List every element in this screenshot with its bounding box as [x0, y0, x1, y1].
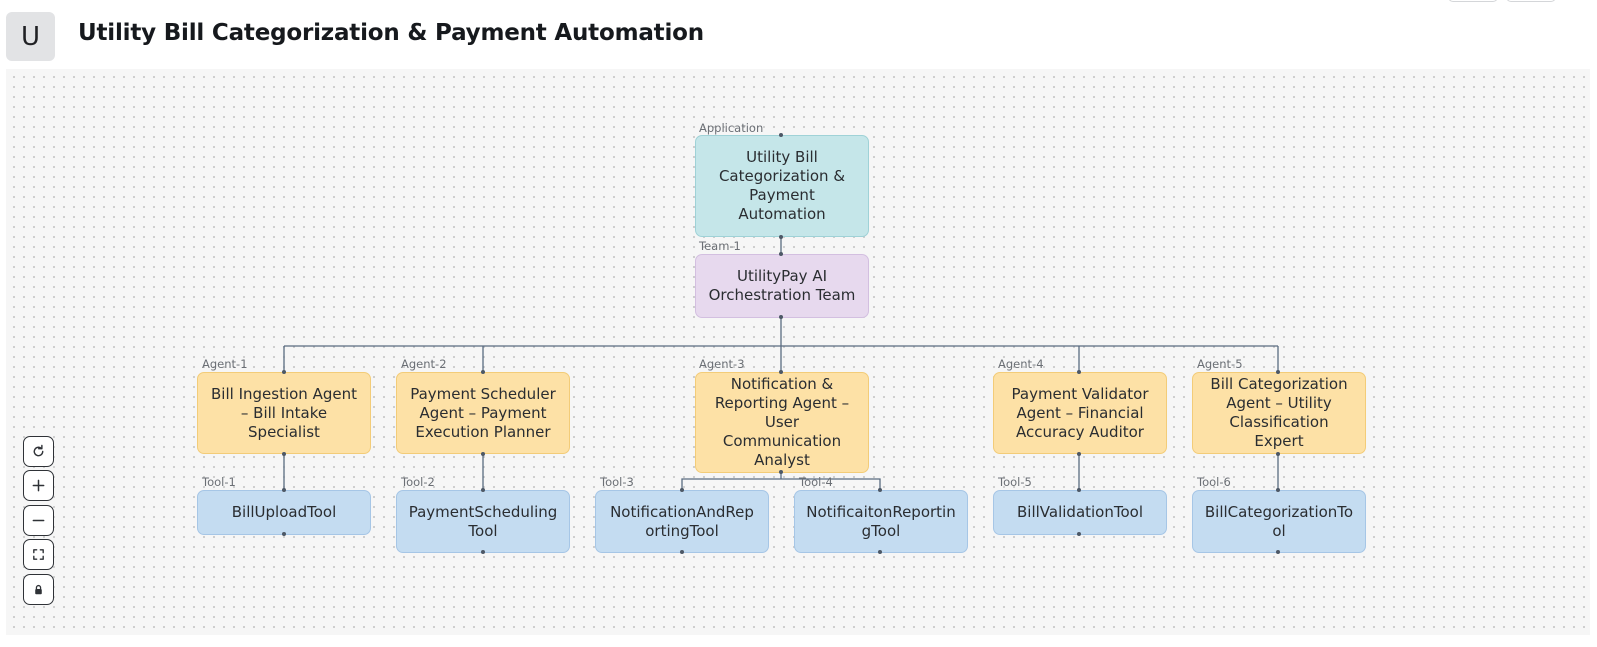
node-label: Bill Categorization Agent – Utility Clas…	[1210, 375, 1348, 450]
node-tag-tool-6: Tool-6	[1197, 475, 1231, 489]
header: U Utility Bill Categorization & Payment …	[0, 0, 1597, 68]
node-port[interactable]	[1276, 550, 1280, 554]
node-label: Payment Scheduler Agent – Payment Execut…	[410, 384, 556, 441]
node-label: Payment Validator Agent – Financial Accu…	[1011, 384, 1149, 441]
lock-icon	[35, 584, 42, 595]
node-port[interactable]	[1077, 488, 1081, 492]
node-port[interactable]	[481, 488, 485, 492]
reset-view-button[interactable]	[23, 436, 54, 467]
header-button[interactable]	[1506, 0, 1556, 2]
node-tag-tool-2: Tool-2	[401, 475, 435, 489]
plus-icon	[32, 479, 45, 492]
node-tag-tool-4: Tool-4	[799, 475, 833, 489]
team-node[interactable]: UtilityPay AI Orchestration Team	[695, 254, 869, 318]
tool-node-3[interactable]: NotificationAndReportingTool	[595, 490, 769, 553]
node-label: UtilityPay AI Orchestration Team	[708, 267, 856, 304]
agent-node-1[interactable]: Bill Ingestion Agent – Bill Intake Speci…	[197, 372, 371, 454]
node-port[interactable]	[779, 235, 783, 239]
node-tag-tool-1: Tool-1	[202, 475, 236, 489]
node-port[interactable]	[1077, 452, 1081, 456]
agent-node-4[interactable]: Payment Validator Agent – Financial Accu…	[993, 372, 1167, 454]
node-port[interactable]	[680, 550, 684, 554]
node-label: BillUploadTool	[231, 503, 337, 521]
node-label: Bill Ingestion Agent – Bill Intake Speci…	[211, 384, 357, 441]
node-tag-agent-1: Agent-1	[202, 357, 248, 371]
node-port[interactable]	[878, 550, 882, 554]
node-label: Utility Bill Categorization & Payment Au…	[718, 148, 846, 223]
zoom-out-button[interactable]	[23, 505, 54, 536]
node-port[interactable]	[282, 488, 286, 492]
fit-view-button[interactable]	[23, 539, 54, 570]
avatar: U	[6, 12, 55, 61]
node-tag-agent-2: Agent-2	[401, 357, 447, 371]
node-port[interactable]	[1077, 370, 1081, 374]
agent-node-5[interactable]: Bill Categorization Agent – Utility Clas…	[1192, 372, 1366, 454]
minus-icon	[32, 519, 45, 522]
tool-node-6[interactable]: BillCategorizationTool	[1192, 490, 1366, 553]
page-title: Utility Bill Categorization & Payment Au…	[78, 20, 704, 46]
node-port[interactable]	[779, 370, 783, 374]
tool-node-1[interactable]: BillUploadTool	[197, 490, 371, 535]
application-node[interactable]: Utility Bill Categorization & Payment Au…	[695, 135, 869, 237]
node-tag-tool-5: Tool-5	[998, 475, 1032, 489]
node-port[interactable]	[1276, 452, 1280, 456]
agent-node-2[interactable]: Payment Scheduler Agent – Payment Execut…	[396, 372, 570, 454]
edge-team-agents	[283, 317, 1279, 372]
node-port[interactable]	[282, 532, 286, 536]
node-label: PaymentScheduling Tool	[408, 502, 558, 540]
node-port[interactable]	[481, 550, 485, 554]
fullscreen-icon	[33, 549, 44, 560]
tool-node-5[interactable]: BillValidationTool	[993, 490, 1167, 535]
node-port[interactable]	[779, 252, 783, 256]
refresh-icon	[33, 444, 44, 457]
node-port[interactable]	[1276, 370, 1280, 374]
node-port[interactable]	[481, 370, 485, 374]
diagram-edges	[283, 237, 1279, 490]
node-tag-agent-4: Agent-4	[998, 357, 1044, 371]
node-tag-agent-5: Agent-5	[1197, 357, 1243, 371]
node-port[interactable]	[1276, 488, 1280, 492]
header-button[interactable]	[1448, 0, 1498, 2]
node-label: NotificationAndReportingTool	[610, 502, 754, 540]
node-port[interactable]	[282, 452, 286, 456]
node-port[interactable]	[680, 488, 684, 492]
node-port[interactable]	[779, 470, 783, 474]
node-port[interactable]	[779, 133, 783, 137]
node-port[interactable]	[779, 315, 783, 319]
node-tag-tool-3: Tool-3	[600, 475, 634, 489]
edge-agent3-tools	[681, 472, 881, 490]
node-tag-team: Team-1	[699, 239, 741, 253]
zoom-in-button[interactable]	[23, 470, 54, 501]
node-label: NotificaitonReportingTool	[806, 502, 956, 540]
lock-button[interactable]	[23, 574, 54, 605]
node-tag-agent-3: Agent-3	[699, 357, 745, 371]
agent-node-3[interactable]: Notification & Reporting Agent – User Co…	[695, 372, 869, 473]
node-port[interactable]	[282, 370, 286, 374]
node-tag-application: Application	[699, 121, 764, 135]
node-label: BillValidationTool	[1017, 503, 1143, 521]
tool-node-2[interactable]: PaymentScheduling Tool	[396, 490, 570, 553]
node-port[interactable]	[1077, 532, 1081, 536]
node-label: Notification & Reporting Agent – User Co…	[714, 375, 850, 469]
node-port[interactable]	[878, 488, 882, 492]
tool-node-4[interactable]: NotificaitonReportingTool	[794, 490, 968, 553]
node-label: BillCategorizationTool	[1204, 502, 1354, 540]
diagram-canvas[interactable]: Application Utility Bill Categorization …	[6, 69, 1590, 635]
node-port[interactable]	[481, 452, 485, 456]
